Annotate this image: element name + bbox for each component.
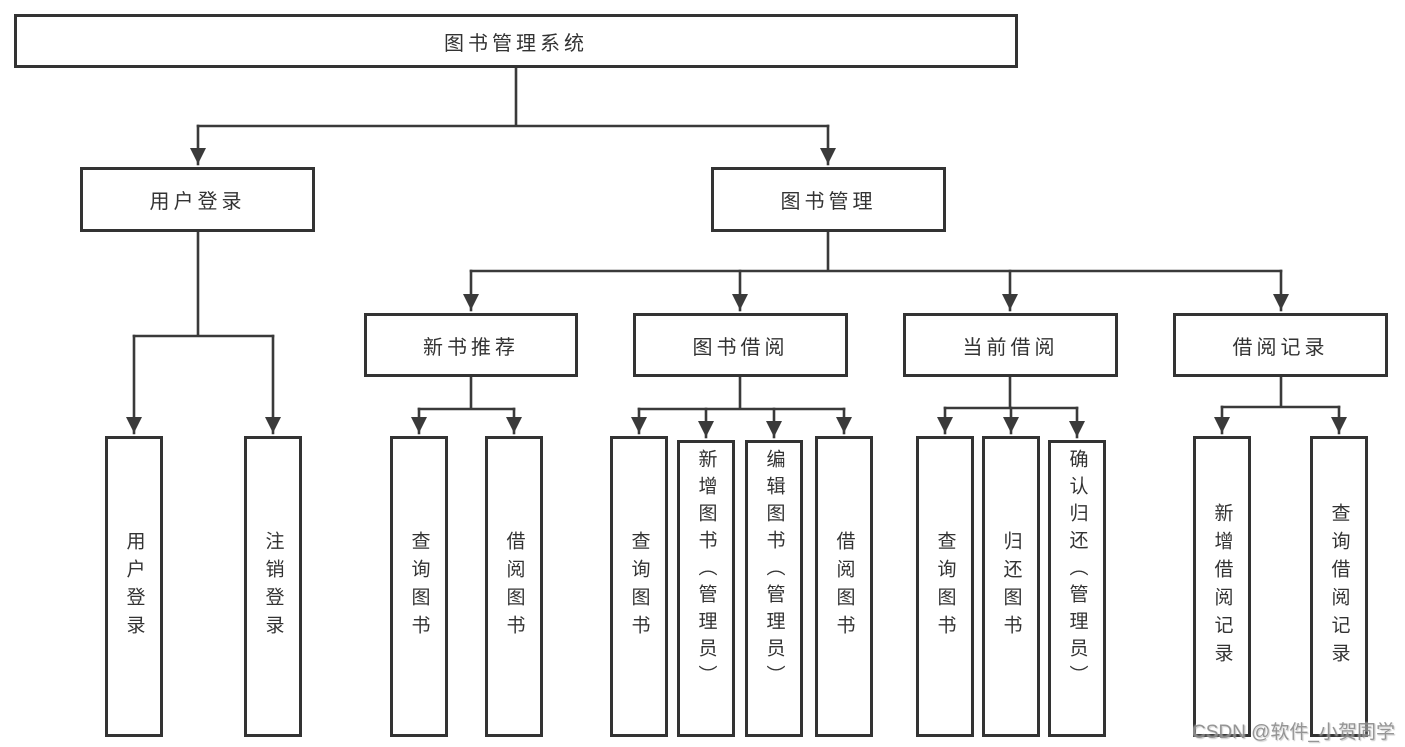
leaf-borrowing-add-books-admin-label: 新增图书（管理员） xyxy=(695,449,717,692)
leaf-borrowing-query-books: 查询图书 xyxy=(610,436,668,737)
node-user-login: 用户登录 xyxy=(80,167,315,232)
node-book-management-label: 图书管理 xyxy=(780,191,877,213)
leaf-current-query-books-label: 查询图书 xyxy=(934,530,956,643)
node-new-book-recommend-label: 新书推荐 xyxy=(423,336,519,359)
leaf-logout: 注销登录 xyxy=(244,436,302,737)
leaf-current-query-books: 查询图书 xyxy=(916,436,974,737)
leaf-borrowing-add-books-admin: 新增图书（管理员） xyxy=(677,440,735,737)
node-current-borrowing: 当前借阅 xyxy=(903,313,1118,377)
node-current-borrowing-label: 当前借阅 xyxy=(962,336,1059,359)
leaf-records-add-record-label: 新增借阅记录 xyxy=(1211,502,1233,671)
leaf-user-login-label: 用户登录 xyxy=(123,530,145,643)
node-borrow-records-label: 借阅记录 xyxy=(1232,336,1329,359)
node-book-borrowing: 图书借阅 xyxy=(633,313,848,377)
node-borrow-records: 借阅记录 xyxy=(1173,313,1388,377)
node-root: 图书管理系统 xyxy=(14,14,1018,68)
leaf-current-confirm-return-admin: 确认归还（管理员） xyxy=(1048,440,1106,737)
leaf-logout-label: 注销登录 xyxy=(262,530,284,643)
leaf-newbook-query-books: 查询图书 xyxy=(390,436,448,737)
leaf-records-add-record: 新增借阅记录 xyxy=(1193,436,1251,737)
leaf-current-return-books-label: 归还图书 xyxy=(1000,530,1022,643)
leaf-records-query-record: 查询借阅记录 xyxy=(1310,436,1368,737)
leaf-borrowing-edit-books-admin-label: 编辑图书（管理员） xyxy=(763,449,785,692)
leaf-borrowing-borrow-books-label: 借阅图书 xyxy=(833,530,855,643)
leaf-borrowing-borrow-books: 借阅图书 xyxy=(815,436,873,737)
leaf-current-return-books: 归还图书 xyxy=(982,436,1040,737)
leaf-borrowing-query-books-label: 查询图书 xyxy=(628,530,650,643)
node-new-book-recommend: 新书推荐 xyxy=(364,313,578,377)
leaf-user-login: 用户登录 xyxy=(105,436,163,737)
leaf-current-confirm-return-admin-label: 确认归还（管理员） xyxy=(1066,449,1088,692)
leaf-borrowing-edit-books-admin: 编辑图书（管理员） xyxy=(745,440,803,737)
node-user-login-label: 用户登录 xyxy=(149,191,246,213)
leaf-newbook-query-books-label: 查询图书 xyxy=(408,530,430,643)
leaf-newbook-borrow-books: 借阅图书 xyxy=(485,436,543,737)
node-book-borrowing-label: 图书借阅 xyxy=(692,336,789,359)
leaf-records-query-record-label: 查询借阅记录 xyxy=(1328,502,1350,671)
csdn-watermark: CSDN @软件_小贺同学 xyxy=(1192,722,1395,743)
leaf-newbook-borrow-books-label: 借阅图书 xyxy=(503,530,525,643)
node-book-management: 图书管理 xyxy=(711,167,946,232)
node-root-label: 图书管理系统 xyxy=(444,32,588,55)
